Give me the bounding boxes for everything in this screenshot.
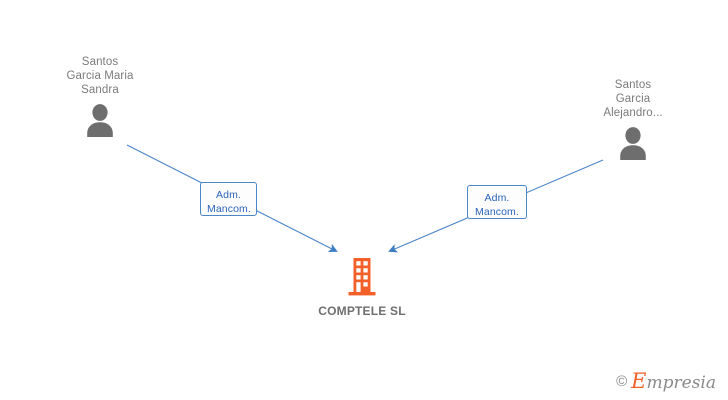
copyright-icon: © [616,373,628,390]
brand-initial: E [631,369,647,393]
node-person-right[interactable]: Santos Garcia Alejandro... [568,78,698,160]
person-right-label: Santos Garcia Alejandro... [603,79,663,119]
person-icon [87,104,113,137]
edge-label-right[interactable]: Adm. Mancom. [467,185,527,219]
building-icon [348,258,376,296]
node-person-left[interactable]: Santos Garcia Maria Sandra [35,55,165,137]
brand-rest: mpresia [646,373,717,393]
node-company[interactable]: COMPTELE SL [282,258,442,318]
company-label: COMPTELE SL [318,304,406,318]
brand-name: Empresia [631,371,716,392]
edge-label-left[interactable]: Adm. Mancom. [200,182,257,216]
person-icon [620,127,646,160]
empresia-watermark: © Empresia [616,371,716,392]
person-left-label: Santos Garcia Maria Sandra [66,56,134,96]
